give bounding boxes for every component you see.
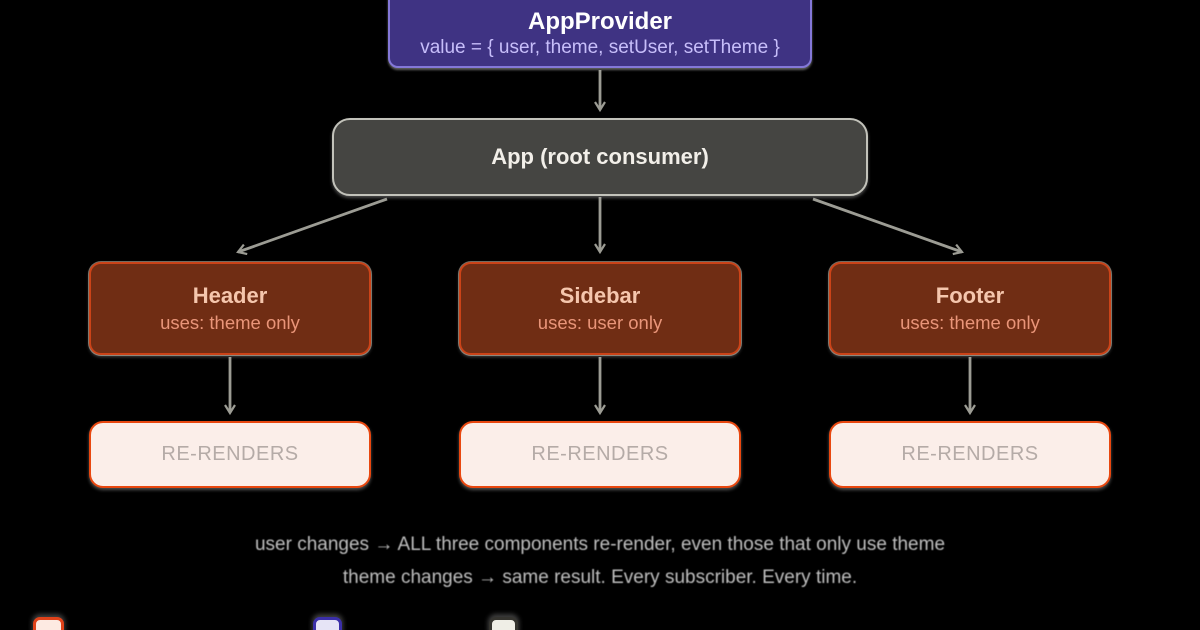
component-title: Header [192,282,268,308]
component-node-sidebar: Sidebar uses: user only [459,262,741,355]
caption-user-changes: user changes → ALL three components re-r… [254,534,946,555]
rerender-node-sidebar: RE-RENDERS [459,421,741,488]
component-subtitle: uses: theme only [900,312,1040,334]
component-subtitle: uses: theme only [160,312,300,334]
rerender-label: RE-RENDERS [901,443,1039,465]
legend-swatch-dark [489,617,518,630]
root-consumer-label: App (root consumer) [491,144,709,169]
rerender-node-header: RE-RENDERS [89,421,371,488]
app-provider-title: AppProvider [527,7,673,35]
app-provider-node: AppProvider value = { user, theme, setUs… [388,0,812,68]
component-subtitle: uses: user only [537,312,663,334]
legend-swatch-indigo [313,617,342,630]
component-title: Footer [935,282,1005,308]
component-title: Sidebar [559,282,641,308]
arrow-root-to-header [236,197,388,256]
rerender-label: RE-RENDERS [531,443,669,465]
app-provider-value: value = { user, theme, setUser, setTheme… [420,37,780,59]
component-node-header: Header uses: theme only [89,262,371,355]
legend-swatch-orange [33,617,64,630]
arrow-root-to-footer [812,197,964,256]
root-consumer-node: App (root consumer) [332,118,868,196]
rerender-label: RE-RENDERS [161,443,299,465]
caption-theme-changes: theme changes → same result. Every subsc… [342,567,858,588]
rerender-node-footer: RE-RENDERS [829,421,1111,488]
component-node-footer: Footer uses: theme only [829,262,1111,355]
